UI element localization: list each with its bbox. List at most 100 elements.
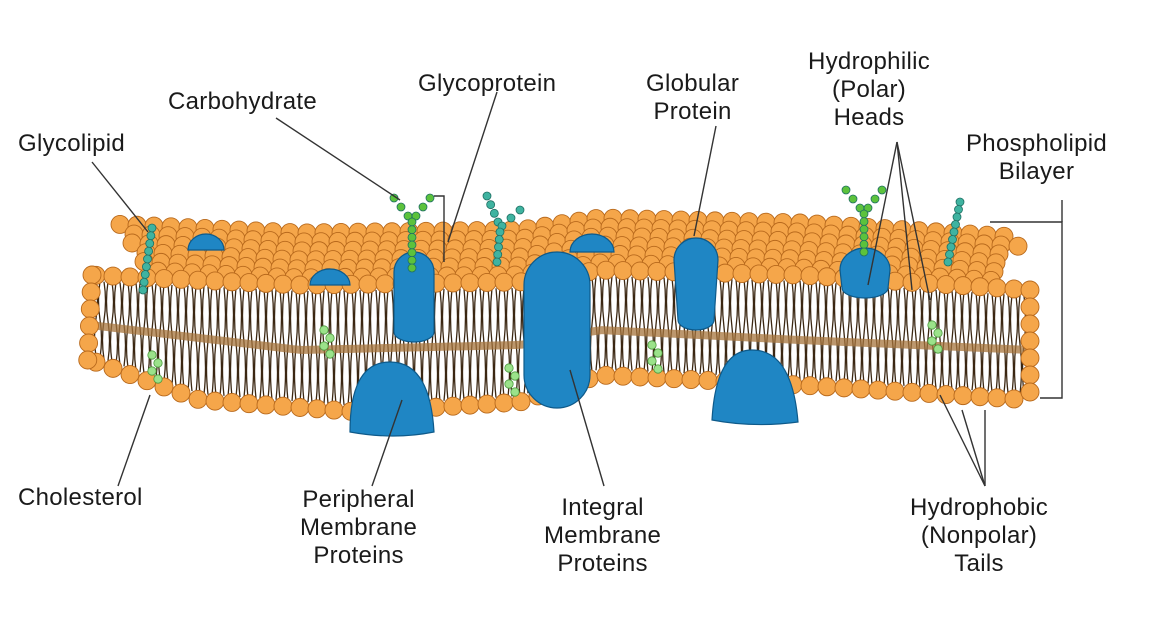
lipid-tail [901, 287, 907, 386]
lipid-tail [961, 291, 967, 390]
phospholipid-head [1008, 236, 1028, 256]
lipid-tail [873, 285, 879, 385]
lipid-tail [849, 284, 855, 383]
phospholipid-head [919, 383, 939, 403]
glycolipid-sugar-bead [495, 227, 505, 237]
phospholipid-head [1020, 297, 1040, 317]
phospholipid-head [188, 270, 208, 290]
label-line: Membrane [544, 522, 662, 549]
carbohydrate-sugar-bead [407, 240, 417, 250]
lipid-tail [937, 290, 943, 389]
lipid-tail [841, 283, 847, 382]
peripheral-membrane-protein [711, 349, 799, 426]
lipid-tail [105, 281, 111, 361]
cholesterol-bead [653, 348, 663, 358]
lipid-tail [725, 279, 731, 376]
phospholipid-head [987, 388, 1007, 408]
glycolipid-sugar-bead [951, 220, 960, 229]
phospholipid-head [953, 386, 973, 406]
phospholipid-head [256, 395, 276, 415]
lipid-tail [1017, 295, 1023, 394]
cholesterol-bead [147, 366, 157, 376]
phospholipid-head [82, 265, 102, 285]
lipid-tail [861, 285, 867, 384]
lipid-tail [605, 276, 611, 370]
phospholipid-head [613, 366, 633, 386]
phospholipid-head [205, 391, 225, 411]
lipid-tail [797, 280, 803, 380]
lipid-tail [665, 277, 671, 373]
label-line: Tails [954, 550, 1004, 577]
label-hydrophobic-tails: Hydrophobic (Nonpolar) Tails [910, 494, 1048, 578]
phospholipid-head [273, 274, 293, 294]
lipid-tail [921, 289, 927, 388]
glycolipid-sugar-bead [140, 270, 150, 279]
lipid-tail [721, 279, 727, 376]
label-carbohydrate: Carbohydrate [168, 88, 317, 116]
phospholipid-head [783, 265, 803, 285]
phospholipid-head [868, 380, 888, 400]
phospholipid-head [1004, 389, 1024, 409]
lipid-tail [865, 285, 871, 384]
glycoprotein-right-body [839, 247, 891, 299]
leader-line [447, 91, 498, 243]
globular-protein-surface [309, 268, 351, 286]
phospholipid-head [79, 333, 99, 353]
label-peripheral-proteins: Peripheral Membrane Proteins [300, 486, 417, 570]
cholesterol-bead [933, 328, 943, 338]
lipid-tail [609, 276, 615, 370]
glycolipid-sugar-bead [143, 254, 152, 264]
lipid-tail [1013, 295, 1019, 394]
carbohydrate-sugar-bead [396, 202, 406, 212]
carbohydrate-sugar-bead [411, 211, 421, 221]
phospholipid-head [375, 274, 395, 294]
phospholipid-head [1020, 314, 1040, 334]
label-glycolipid: Glycolipid [18, 130, 125, 158]
lipid-tail [1005, 294, 1011, 393]
label-hydrophilic-heads: Hydrophilic (Polar) Heads [808, 48, 930, 132]
carbohydrate-sugar-bead [407, 248, 417, 258]
cholesterol-bead [325, 349, 335, 359]
label-line: Bilayer [998, 158, 1075, 185]
label-line: Globular [646, 70, 740, 97]
phospholipid-head [460, 395, 480, 415]
lipid-tail [629, 276, 635, 371]
lipid-tail [785, 280, 791, 379]
membrane-proteins-layer [187, 233, 891, 437]
glycoprotein-body [393, 251, 435, 343]
glycolipid-sugar-bead [146, 231, 156, 241]
lipid-tail [941, 290, 947, 389]
phospholipid-head [851, 379, 871, 399]
phospholipid-head [630, 367, 650, 387]
phospholipid-head [79, 316, 99, 336]
phospholipid-head [698, 370, 718, 390]
lipid-tail [1009, 294, 1015, 393]
lipid-tail [965, 291, 971, 391]
carbohydrate-sugar-bead [859, 232, 869, 242]
phospholipid-head [817, 377, 837, 397]
phospholipid-head [477, 273, 497, 292]
leader-line [117, 394, 151, 487]
phospholipid-head [1020, 365, 1040, 385]
lipid-tail [853, 284, 859, 383]
label-line: Glycolipid [18, 130, 126, 157]
carbohydrate-sugar-bead [407, 225, 417, 235]
carbohydrate-sugar-bead [407, 263, 417, 273]
leader-line [896, 141, 913, 291]
peripheral-membrane-protein [349, 361, 435, 437]
phospholipid-head [239, 273, 259, 293]
phospholipid-head [477, 394, 497, 414]
carbohydrate-sugar-bead [870, 194, 880, 204]
label-phospholipid-bilayer: Phospholipid Bilayer [966, 130, 1107, 186]
phospholipid-head [171, 269, 191, 289]
label-line: Hydrophilic [808, 48, 931, 75]
lipid-tail [113, 282, 119, 364]
glycolipid-sugar-bead [949, 227, 959, 237]
phospholipid-head [171, 383, 191, 403]
glycolipid-sugar-bead [954, 205, 963, 214]
label-line: Glycoprotein [418, 70, 557, 97]
phospholipid-head [1020, 331, 1040, 351]
leader-line [371, 399, 403, 487]
lipid-tail [893, 287, 899, 386]
